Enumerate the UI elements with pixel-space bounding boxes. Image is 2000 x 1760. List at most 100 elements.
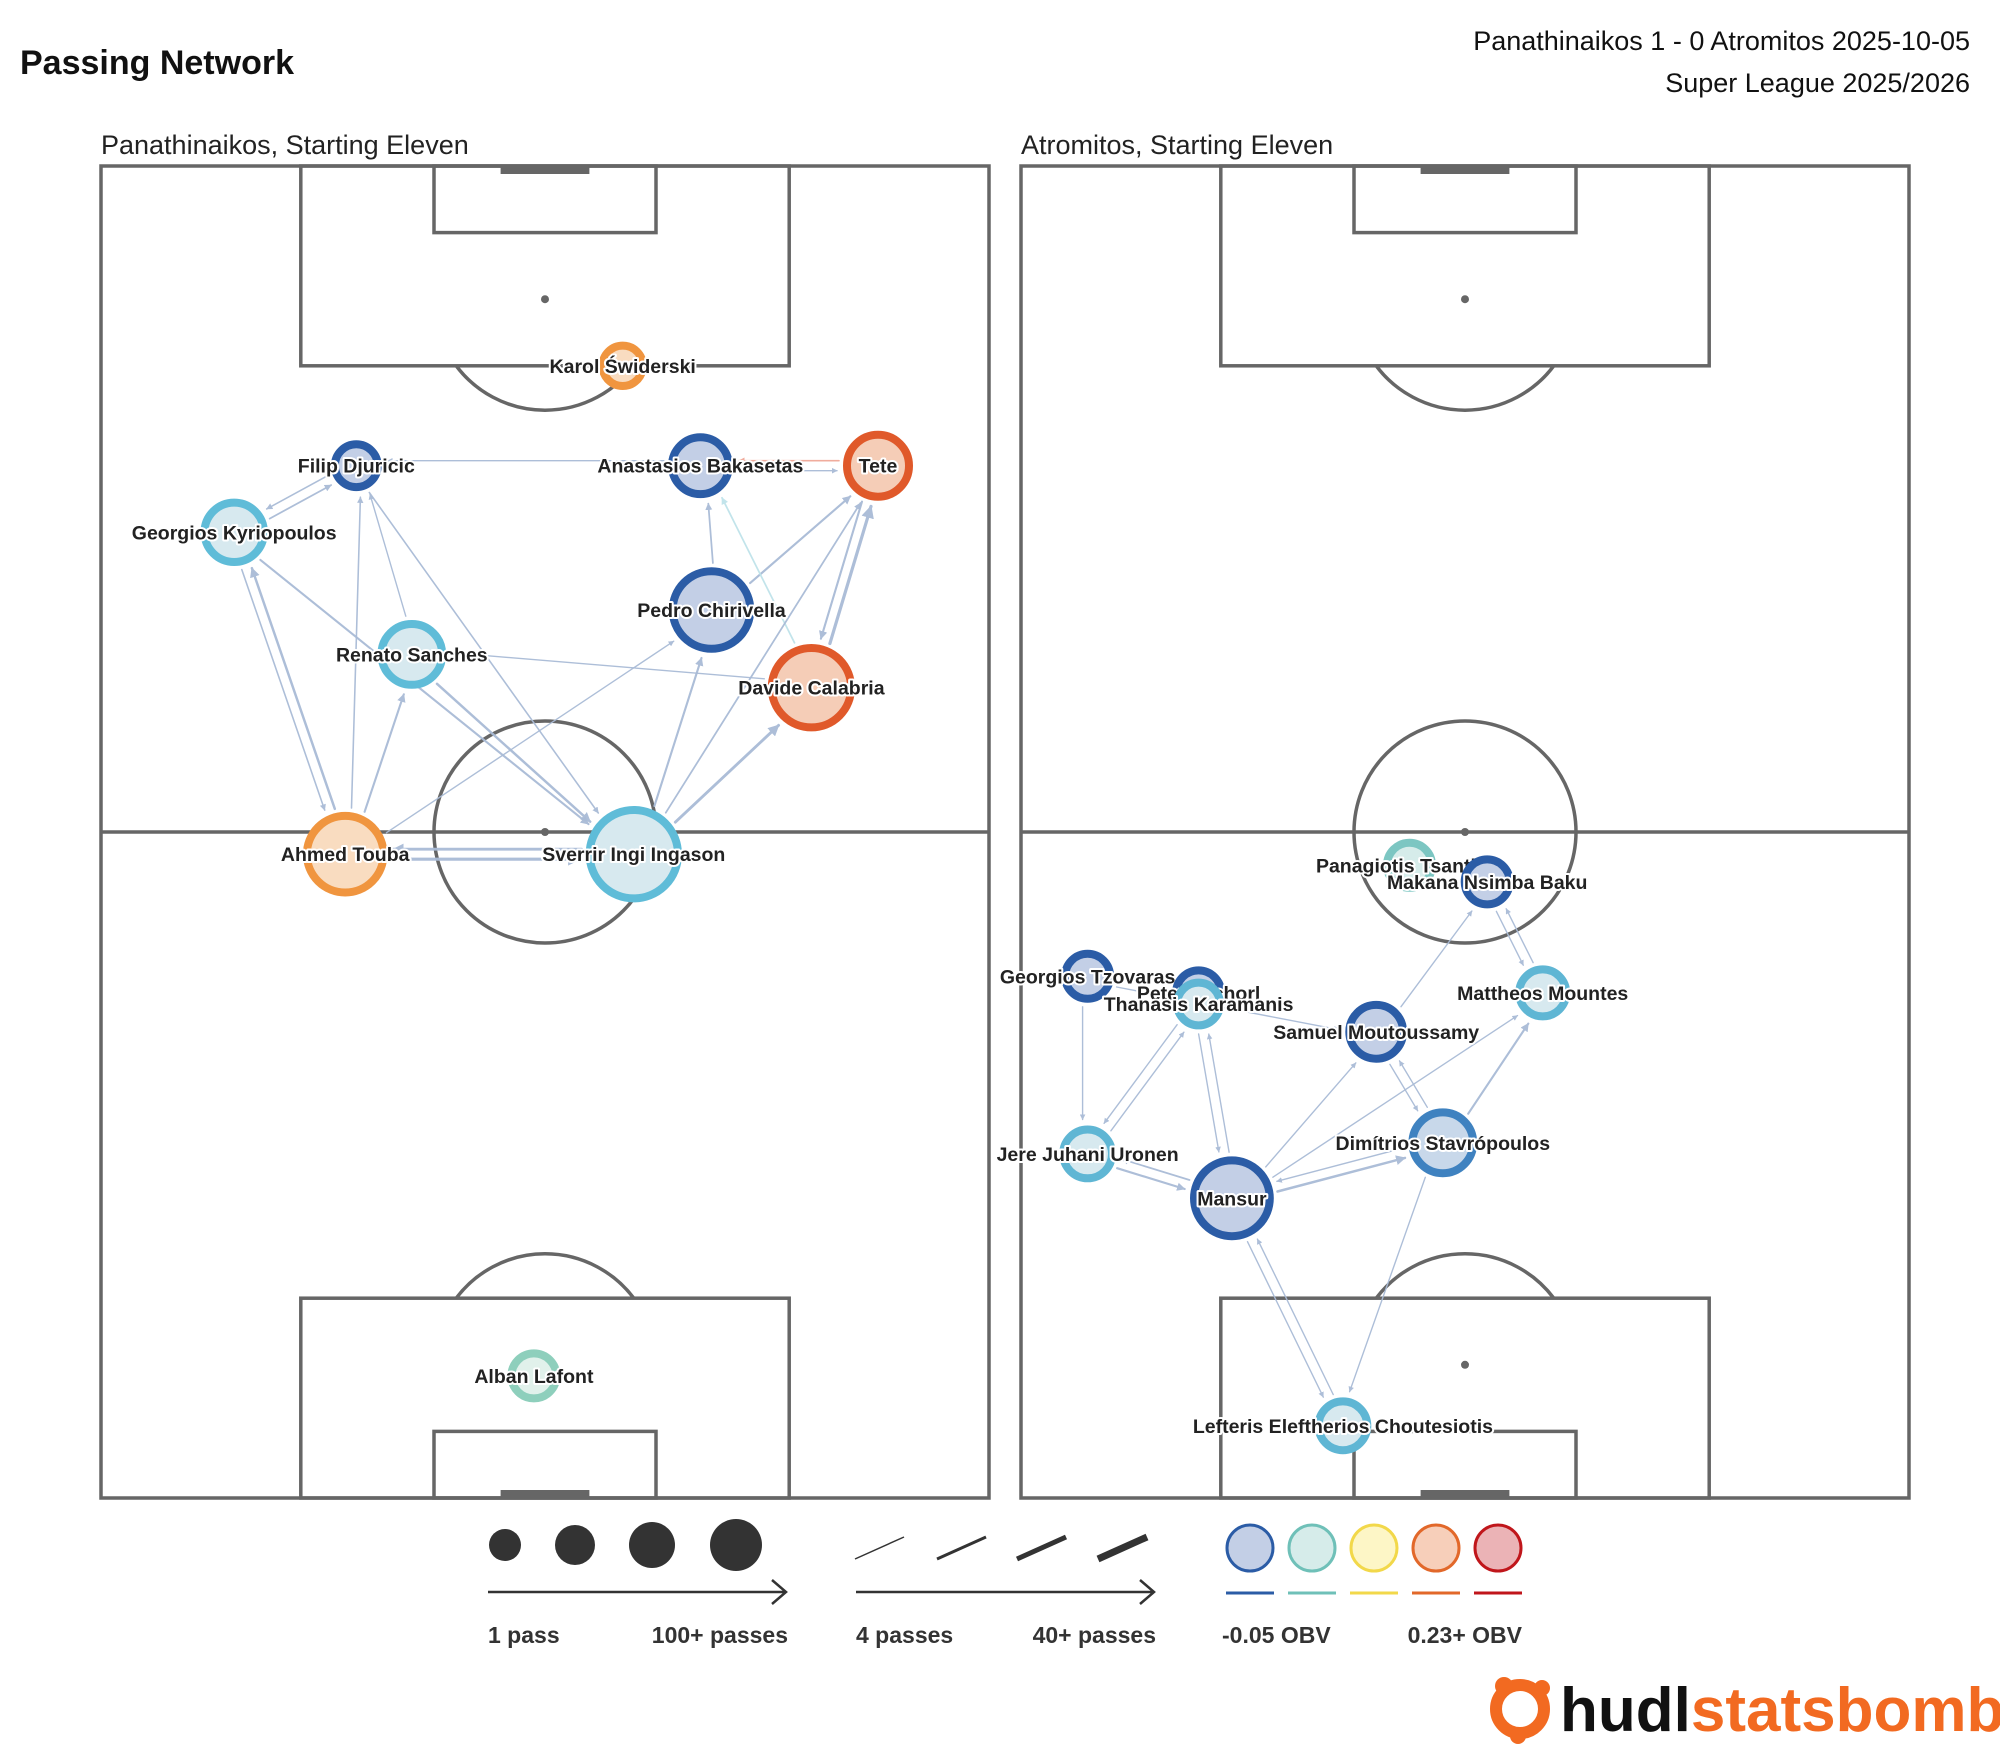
width-legend-line-3: [1015, 1534, 1068, 1562]
player-label: Lefteris Eleftherios Choutesiotis: [1193, 1416, 1493, 1438]
match-info: Panathinaikos 1 - 0 Atromitos 2025-10-05: [1473, 26, 1970, 56]
player-marker: [1460, 855, 1514, 909]
width-legend-max-label: 40+ passes: [1033, 1622, 1156, 1648]
player-marker: [377, 620, 447, 689]
obv-swatch-5: [1473, 1523, 1523, 1573]
player-node-tete: Tete: [843, 430, 913, 501]
size-legend-dot-3: [629, 1522, 675, 1568]
pass-edge-tete-to-calabria: [819, 500, 864, 640]
obv-legend: -0.05 OBV 0.23+ OBV: [1222, 1523, 1523, 1648]
size-legend-min-label: 1 pass: [488, 1622, 560, 1648]
player-marker: [1061, 949, 1115, 1003]
player-node-lefteris-eleftherios-choutesiotis: Lefteris Eleftherios Choutesiotis: [1191, 1397, 1495, 1455]
pass-edge-stavropoulos-to-mountes: [1467, 1022, 1530, 1115]
pass-edge-kyriopoulos-to-djuricic: [268, 484, 332, 520]
panathinaikos-panel: Panathinaikos, Starting Eleven Karol Świ…: [99, 130, 991, 1500]
atromitos-pitch: [1019, 164, 1911, 1500]
player-node-mattheos-mountes: Mattheos Mountes: [1455, 965, 1630, 1021]
player-marker: [507, 1349, 561, 1403]
player-label: Karol Świderski: [550, 354, 696, 378]
player-label: Filip Djuricic: [298, 456, 415, 478]
player-label: Anastasios Bakasetas: [597, 456, 803, 478]
player-marker: [1515, 965, 1571, 1021]
pass-edge-djuricic-to-ingason: [368, 491, 600, 814]
pass-edge-touba-to-chirivella: [385, 640, 675, 834]
obv-swatch-1: [1225, 1523, 1275, 1573]
player-marker: [1408, 1108, 1478, 1178]
player-label: Georgios Kyriopoulos: [132, 522, 337, 544]
pass-edge-moutoussamy-to-baku: [1400, 910, 1473, 1008]
pass-edge-mansur-to-mountes: [1272, 1014, 1519, 1178]
size-legend-dot-4: [710, 1519, 762, 1571]
panathinaikos-pass-edges: [241, 457, 874, 866]
player-marker: [1345, 1000, 1408, 1063]
pass-edge-ingason-to-calabria: [673, 723, 781, 824]
player-label: Ahmed Touba: [281, 844, 410, 866]
pass-edge-uronen-to-karamanis: [1110, 1031, 1185, 1132]
player-label: Pedro Chirivella: [637, 600, 786, 622]
player-node-renato-sanches: Renato Sanches: [334, 620, 490, 689]
panathinaikos-subtitle: Panathinaikos, Starting Eleven: [101, 130, 469, 160]
pass-edge-calabria-to-bakasetas: [721, 496, 796, 644]
player-label: Jere Juhani Uronen: [997, 1144, 1179, 1166]
player-node-makana-nsimba-baku: Makana Nsimba Baku: [1385, 855, 1589, 909]
player-node-sverrir-ingi-ingason: Sverrir Ingi Ingason: [540, 806, 727, 903]
player-marker: [200, 498, 268, 566]
pass-edge-calabria-to-sanches: [451, 650, 765, 680]
player-marker: [1190, 1156, 1274, 1241]
pass-edge-stavropoulos-to-mansur: [1276, 1146, 1406, 1183]
size-legend-dot-1: [489, 1529, 521, 1561]
player-marker: [1059, 1125, 1116, 1183]
pass-edge-djuricic-to-kyriopoulos: [265, 474, 329, 510]
player-label: Mansur: [1197, 1188, 1267, 1210]
player-label: Makana Nsimba Baku: [1387, 872, 1588, 894]
obv-legend-min-label: -0.05 OBV: [1222, 1622, 1331, 1648]
size-legend-max-label: 100+ passes: [652, 1622, 788, 1648]
atromitos-panel: Atromitos, Starting Eleven Panagiotis Ts…: [995, 130, 1911, 1500]
player-node-anastasios-bakasetas: Anastasios Bakasetas: [595, 433, 806, 499]
pass-edge-mansur-to-stavropoulos: [1276, 1155, 1407, 1193]
panathinaikos-pitch: [99, 164, 991, 1500]
pass-edge-calabria-to-tete: [828, 504, 874, 646]
player-marker: [668, 433, 733, 499]
player-node-alban-lafont: Alban Lafont: [472, 1349, 596, 1403]
player-label: Mattheos Mountes: [1457, 983, 1628, 1005]
pass-edge-choutesiotis-to-mansur: [1256, 1238, 1334, 1396]
atromitos-pass-edges: [1079, 908, 1534, 1398]
player-node-karol-swiderski: Karol Świderski: [548, 341, 698, 390]
chart-title: Passing Network: [20, 44, 294, 82]
pass-edge-sanches-to-djuricic: [368, 493, 407, 617]
player-node-samuel-moutoussamy: Samuel Moutoussamy: [1271, 1000, 1481, 1063]
player-node-georgios-tzovaras: Georgios Tzovaras: [998, 949, 1178, 1003]
width-legend-arrow: [856, 1579, 1156, 1605]
width-legend-line-4: [1096, 1533, 1149, 1563]
pass-edge-mansur-to-choutesiotis: [1246, 1240, 1325, 1398]
player-label: Tete: [859, 456, 898, 478]
player-marker: [1314, 1397, 1372, 1455]
atromitos-subtitle: Atromitos, Starting Eleven: [1021, 130, 1333, 160]
pass-edge-uronen-to-mansur: [1116, 1167, 1186, 1191]
pass-edge-touba-to-kyriopoulos: [250, 566, 337, 811]
player-marker: [302, 811, 388, 897]
pass-edge-chirivella-to-tete: [749, 495, 852, 585]
logo-wordmark: hudlstatsbomb: [1560, 1676, 2000, 1745]
player-node-georgios-kyriopoulos: Georgios Kyriopoulos: [130, 498, 339, 566]
pass-edge-ingason-to-tete: [664, 502, 862, 814]
hudl-statsbomb-logo: hudlstatsbomb: [1490, 1676, 2000, 1745]
player-label: Thanasis Karamanis: [1104, 994, 1294, 1016]
player-marker: [1383, 838, 1436, 892]
player-label: Renato Sanches: [336, 644, 488, 666]
competition-info: Super League 2025/2026: [1665, 68, 1970, 98]
obv-legend-max-label: 0.23+ OBV: [1408, 1622, 1523, 1648]
pass-edge-moutoussamy-to-stavropoulos: [1389, 1063, 1419, 1112]
pass-edge-karamanis-to-mansur: [1197, 1033, 1221, 1153]
size-legend-arrow: [488, 1579, 788, 1605]
pass-edge-touba-to-djuricic: [350, 496, 364, 809]
player-marker: [585, 806, 682, 903]
player-marker: [1173, 978, 1224, 1030]
obv-swatch-2: [1287, 1523, 1337, 1573]
legend: 1 pass 100+ passes 4 passes 40+ passes -…: [488, 1519, 1523, 1648]
player-marker: [598, 341, 647, 390]
